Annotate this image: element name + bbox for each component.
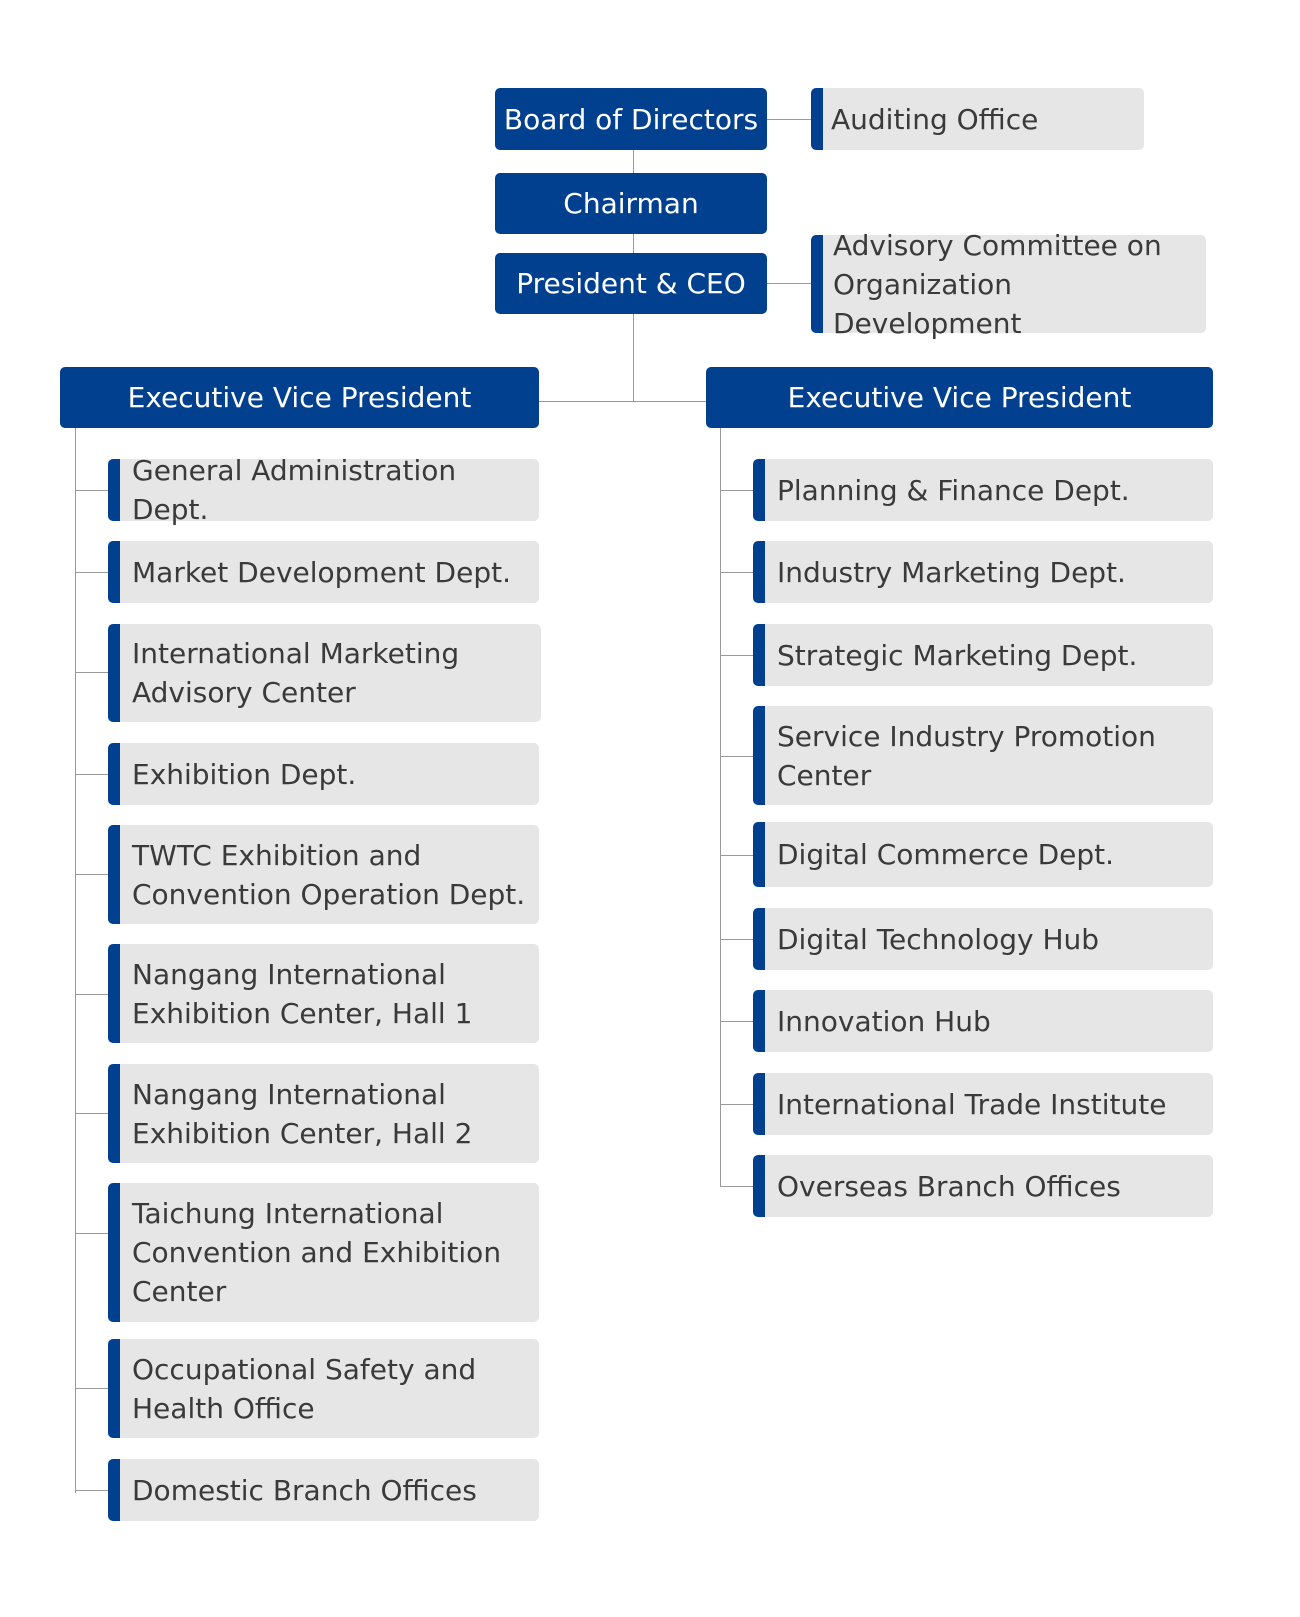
evp-left-header: Executive Vice President (60, 367, 539, 428)
connector-chairman-to-president (633, 234, 634, 253)
left-spine (75, 428, 76, 1493)
right-branch (720, 756, 754, 757)
left-branch (75, 672, 109, 673)
left-branch (75, 490, 109, 491)
dept-digital-technology-hub: Digital Technology Hub (753, 908, 1213, 970)
dept-exhibition: Exhibition Dept. (108, 743, 539, 805)
left-branch (75, 572, 109, 573)
dept-nangang-hall-1: Nangang International Exhibition Center,… (108, 944, 539, 1043)
right-branch (720, 1104, 754, 1105)
dept-international-marketing-advisory: International Marketing Advisory Center (108, 624, 541, 722)
left-branch (75, 1490, 109, 1491)
dept-twtc-exhibition-convention: TWTC Exhibition and Convention Operation… (108, 825, 539, 924)
dept-strategic-marketing: Strategic Marketing Dept. (753, 624, 1213, 686)
dept-innovation-hub: Innovation Hub (753, 990, 1213, 1052)
right-spine (720, 428, 721, 1187)
dept-international-trade-institute: International Trade Institute (753, 1073, 1213, 1135)
dept-overseas-branch-offices: Overseas Branch Offices (753, 1155, 1213, 1217)
left-branch (75, 874, 109, 875)
left-branch (75, 774, 109, 775)
right-branch (720, 490, 754, 491)
left-branch (75, 994, 109, 995)
right-branch (720, 939, 754, 940)
dept-domestic-branch-offices: Domestic Branch Offices (108, 1459, 539, 1521)
left-branch (75, 1113, 109, 1114)
connector-president-to-advisory (767, 283, 811, 284)
dept-planning-finance: Planning & Finance Dept. (753, 459, 1213, 521)
left-branch (75, 1233, 109, 1234)
left-branch (75, 1388, 109, 1389)
board-of-directors-box: Board of Directors (495, 88, 767, 150)
connector-president-to-evps (633, 314, 634, 401)
connector-board-to-auditing (767, 119, 811, 120)
evp-right-header: Executive Vice President (706, 367, 1213, 428)
connector-evp-horizontal (539, 401, 706, 402)
connector-board-to-chairman (633, 150, 634, 173)
dept-nangang-hall-2: Nangang International Exhibition Center,… (108, 1064, 539, 1163)
right-branch (720, 1186, 754, 1187)
chairman-box: Chairman (495, 173, 767, 234)
right-branch (720, 655, 754, 656)
right-branch (720, 572, 754, 573)
auditing-office-box: Auditing Office (811, 88, 1144, 150)
dept-occupational-safety-health: Occupational Safety and Health Office (108, 1339, 539, 1438)
advisory-committee-box: Advisory Committee on Organization Devel… (811, 229, 1206, 340)
dept-general-administration: General Administration Dept. (108, 454, 539, 526)
dept-taichung-convention-center: Taichung International Convention and Ex… (108, 1183, 539, 1322)
dept-industry-marketing: Industry Marketing Dept. (753, 541, 1213, 603)
right-branch (720, 1021, 754, 1022)
right-branch (720, 855, 754, 856)
dept-market-development: Market Development Dept. (108, 541, 539, 603)
president-ceo-box: President & CEO (495, 253, 767, 314)
dept-service-industry-promotion: Service Industry Promotion Center (753, 706, 1213, 805)
dept-digital-commerce: Digital Commerce Dept. (753, 822, 1213, 887)
